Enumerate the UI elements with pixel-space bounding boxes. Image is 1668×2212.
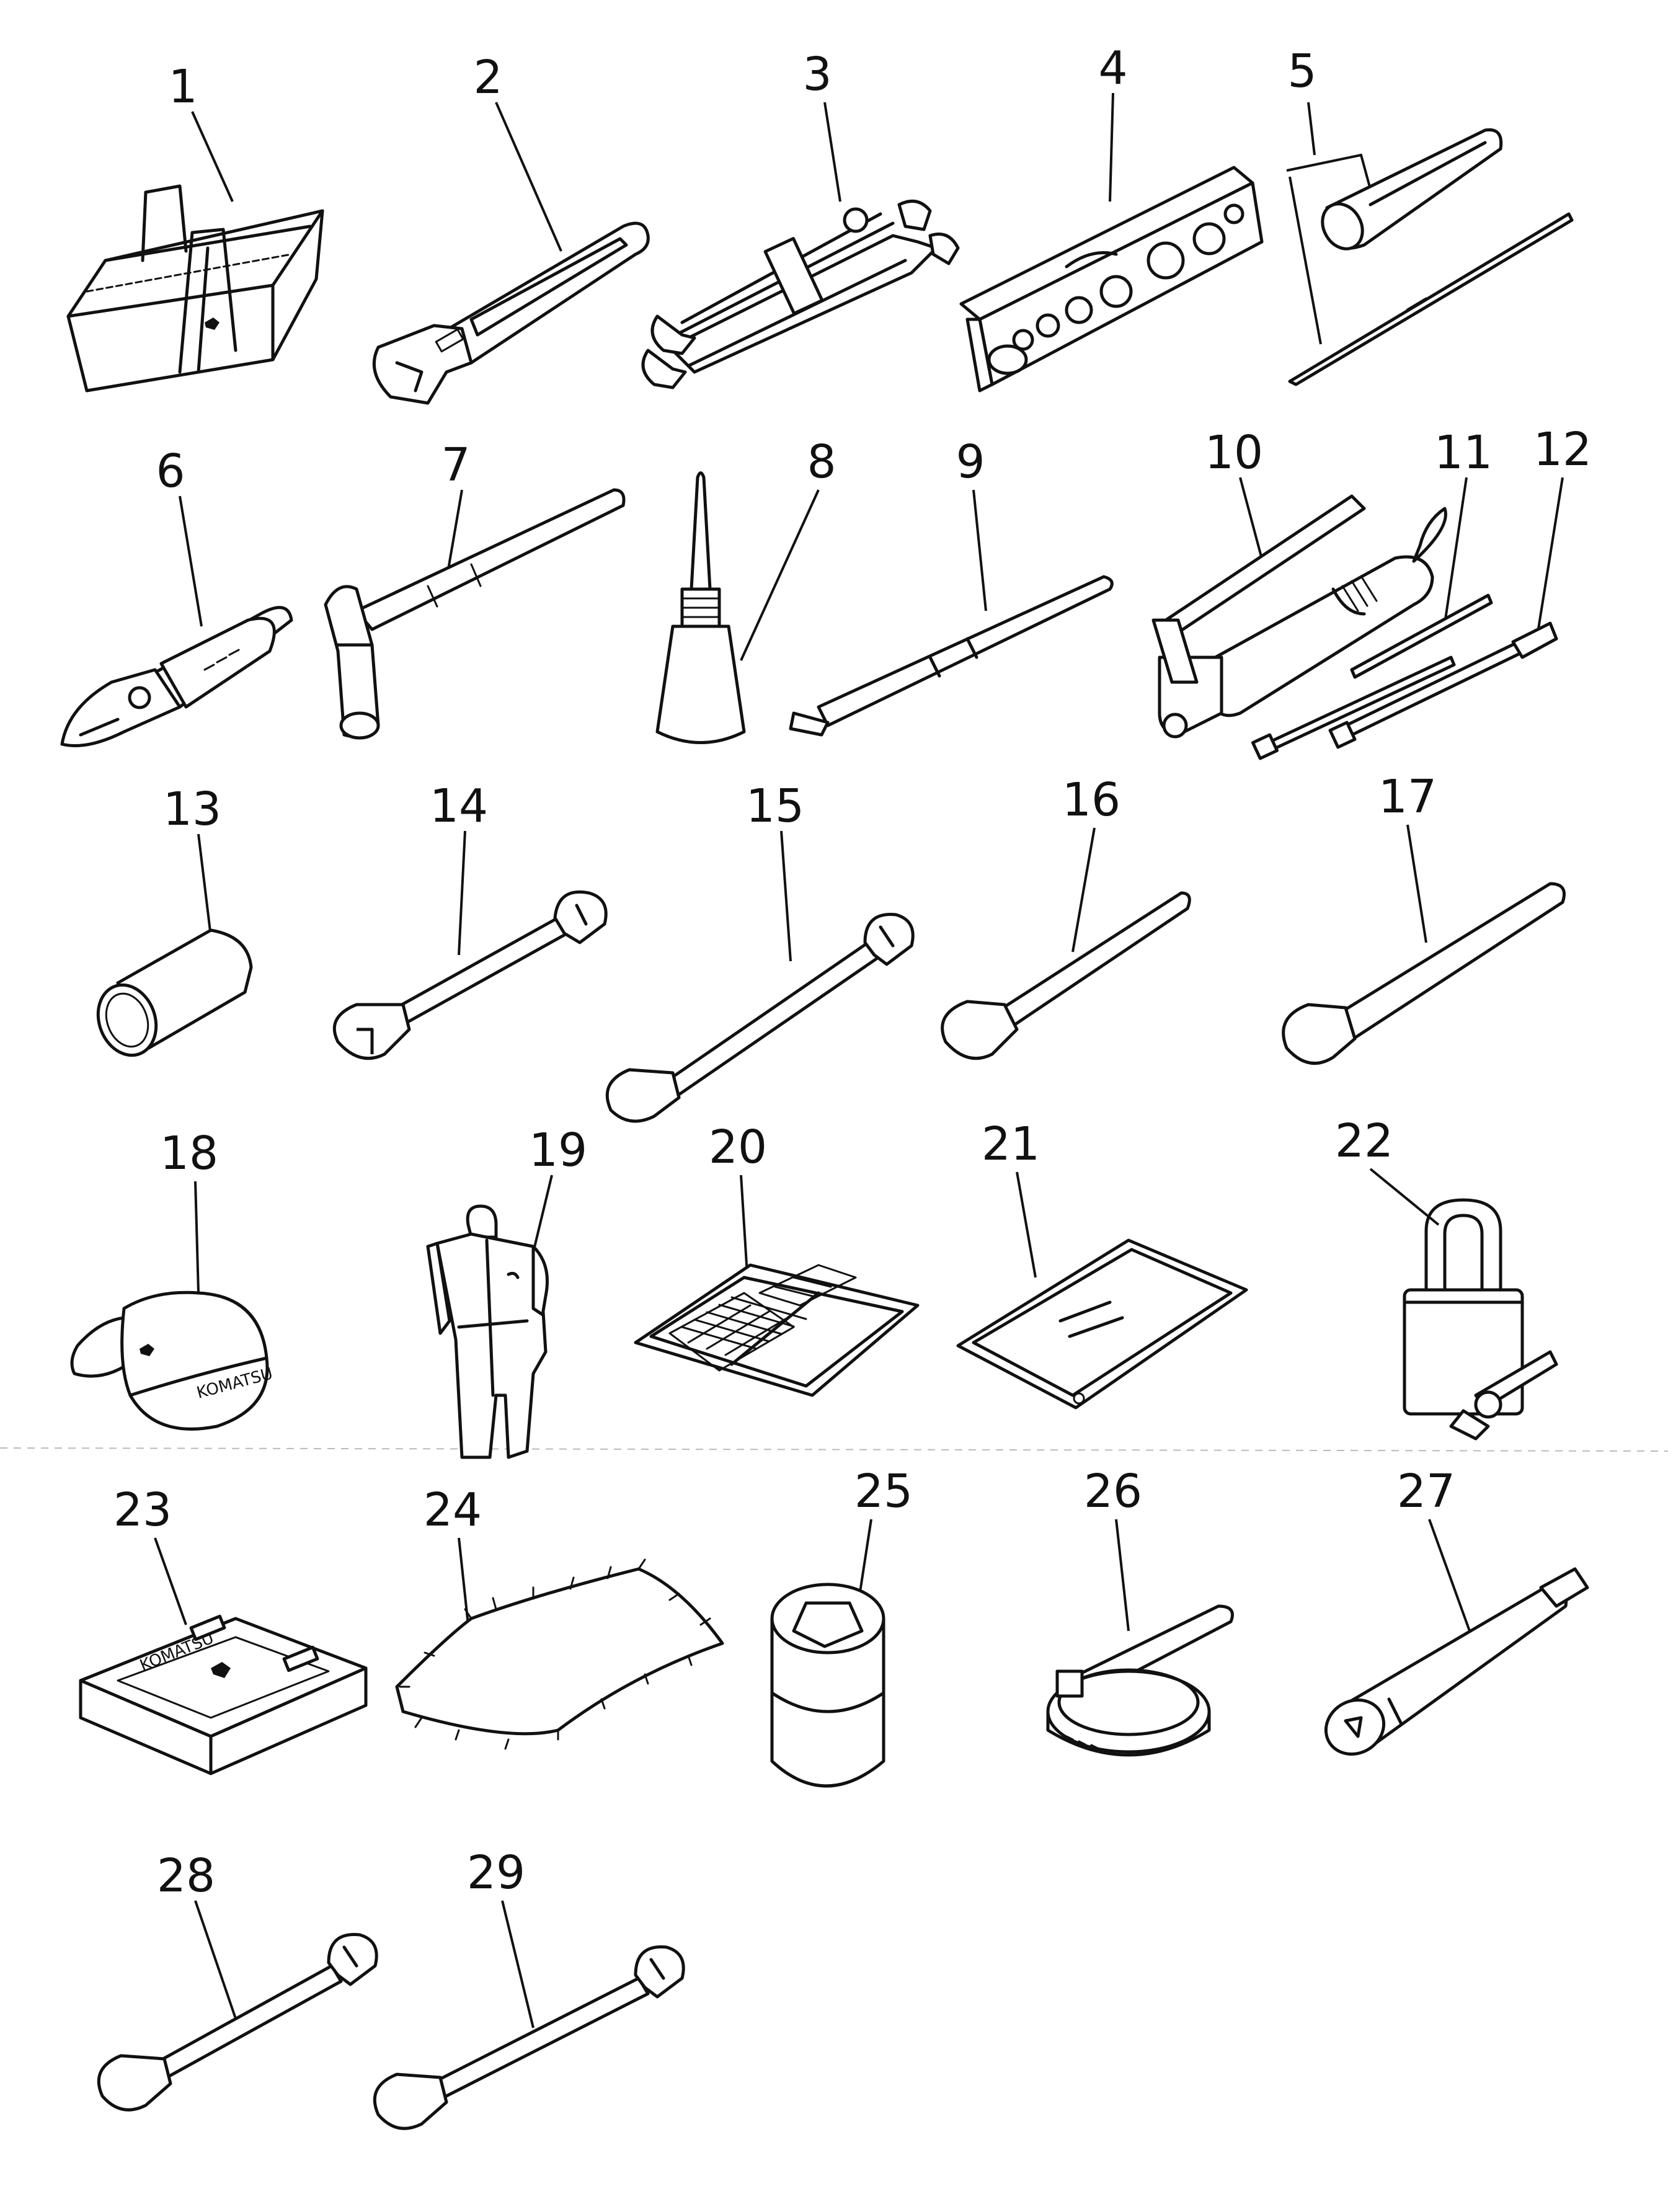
callout-18: 18 [160, 1127, 218, 1180]
callout-3: 3 [802, 48, 832, 101]
double-open-wrench-icon [373, 1945, 685, 2130]
grease-nozzle-pipe-icon [1251, 593, 1493, 760]
part-24: 24 [395, 1483, 724, 1750]
callout-22: 22 [1335, 1114, 1393, 1168]
tool-bag-icon [66, 184, 324, 393]
callout-27: 27 [1397, 1465, 1455, 1518]
callout-26: 26 [1084, 1465, 1142, 1518]
socket-set-case-icon [959, 166, 1264, 393]
part-21: 21 [956, 1117, 1248, 1410]
pliers-icon [60, 606, 293, 747]
double-open-wrench-icon [97, 1933, 378, 2112]
double-open-wrench-icon [605, 913, 915, 1123]
callout-11: 11 [1434, 426, 1493, 479]
part-22: 22 [1335, 1114, 1558, 1441]
part-8: 8 [655, 435, 836, 744]
cap-cylinder-icon [96, 928, 253, 1057]
part-1: 1 [66, 60, 324, 393]
callout-23: 23 [113, 1483, 172, 1537]
padlock-icon [1403, 1198, 1558, 1441]
part-16: 16 [941, 773, 1191, 1060]
callout-24: 24 [424, 1483, 482, 1537]
part-2: 2 [372, 51, 650, 405]
extension-bar-icon [1324, 1567, 1589, 1756]
part-17: 17 [1282, 770, 1566, 1065]
socket-icon [770, 1583, 885, 1788]
callout-19: 19 [529, 1124, 587, 1177]
callout-17: 17 [1378, 770, 1437, 824]
grease-gun-icon [1151, 494, 1447, 739]
cloth-icon [395, 1558, 724, 1750]
part-18: 18 KOMATSU [70, 1127, 275, 1431]
part-6: 6 [60, 445, 293, 747]
part-20: 20 [634, 1121, 920, 1397]
part-13: 13 [96, 783, 253, 1057]
part-5: 5 [1286, 45, 1574, 386]
filter-wrench-icon [1046, 1604, 1234, 1757]
oil-can-icon [655, 471, 746, 744]
screwdriver-icon [1288, 128, 1574, 386]
single-open-wrench-icon [1282, 882, 1566, 1065]
part-19: 19 [426, 1124, 587, 1459]
callout-13: 13 [163, 783, 221, 836]
callout-6: 6 [156, 445, 185, 498]
part-25: 25 [770, 1465, 913, 1788]
callout-21: 21 [982, 1117, 1040, 1171]
part-23: 23 KOMATSU [79, 1483, 368, 1775]
part-9: 9 [789, 435, 1114, 737]
part-10: 10 [1151, 426, 1447, 739]
part-28: 28 [97, 1849, 378, 2112]
callout-15: 15 [746, 780, 804, 833]
double-open-wrench-icon [332, 890, 608, 1060]
callout-9: 9 [956, 435, 985, 489]
first-aid-kit-icon: KOMATSU [79, 1614, 368, 1775]
document-holder-icon [956, 1238, 1248, 1410]
callout-5: 5 [1287, 45, 1316, 98]
callout-1: 1 [168, 60, 197, 113]
callout-25: 25 [854, 1465, 913, 1518]
coveralls-icon [426, 1204, 549, 1459]
part-4: 4 [959, 42, 1264, 393]
grease-nozzle-icon [1328, 621, 1558, 749]
single-open-wrench-icon [941, 891, 1191, 1060]
wrench-set-icon [641, 199, 960, 389]
part-7: 7 [324, 438, 626, 740]
callout-28: 28 [157, 1849, 215, 1903]
callout-10: 10 [1205, 426, 1263, 479]
scan-line [0, 1447, 1668, 1452]
callout-20: 20 [709, 1121, 767, 1174]
adjustable-wrench-icon [372, 221, 650, 405]
pry-bar-icon [789, 575, 1114, 737]
callout-29: 29 [467, 1846, 525, 1899]
part-14: 14 [332, 780, 608, 1060]
callout-2: 2 [473, 51, 502, 104]
callout-12: 12 [1533, 423, 1592, 476]
manual-icon [634, 1263, 920, 1397]
part-15: 15 [605, 780, 915, 1123]
cap-icon: KOMATSU [70, 1290, 275, 1431]
hammer-icon [324, 488, 626, 740]
callout-4: 4 [1098, 42, 1127, 95]
callout-14: 14 [430, 780, 488, 833]
part-26: 26 [1046, 1465, 1234, 1757]
callout-8: 8 [807, 435, 836, 489]
part-12: 12 [1328, 423, 1592, 749]
part-27: 27 [1324, 1465, 1589, 1756]
callout-7: 7 [441, 438, 470, 492]
part-29: 29 [373, 1846, 685, 2130]
part-3: 3 [641, 48, 960, 389]
callout-16: 16 [1062, 773, 1120, 827]
part-11: 11 [1251, 426, 1493, 760]
